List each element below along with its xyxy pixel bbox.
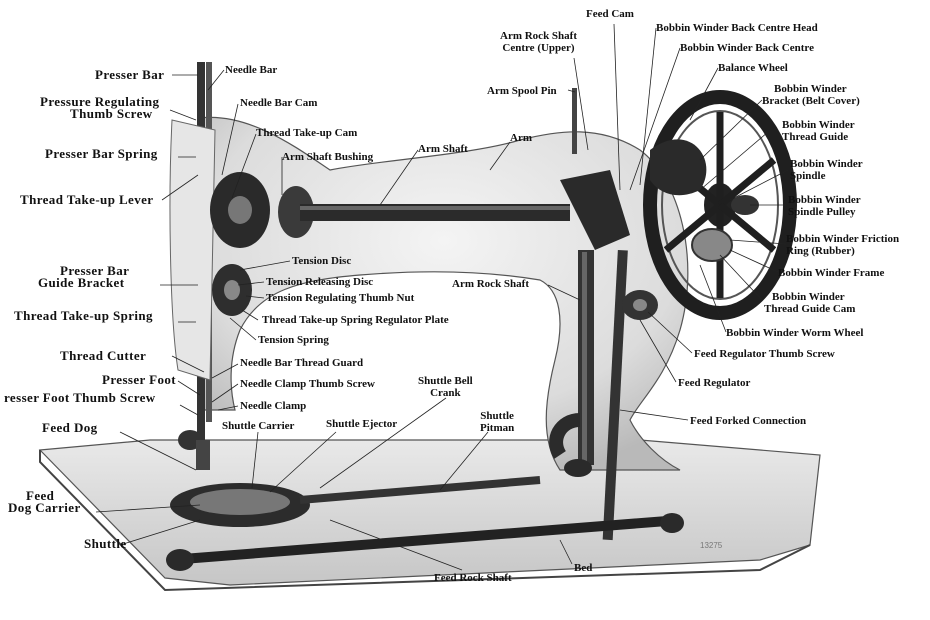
label-feed-cam: Feed Cam: [586, 8, 634, 20]
label-arm-shaft-bushing: Arm Shaft Bushing: [282, 151, 374, 163]
label-bobbin-winder-worm-wheel: Bobbin Winder Worm Wheel: [726, 327, 864, 339]
label-thread-take-up-spring: Thread Take-up Spring: [14, 308, 153, 323]
plate-number: 13275: [700, 541, 723, 550]
label-feed-rock-shaft: Feed Rock Shaft: [434, 572, 512, 584]
label-thread-take-up-spring-regulator-plate: Thread Take-up Spring Regulator Plate: [262, 314, 449, 326]
label-bobbin-winder-friction-ring: Bobbin Winder Friction Ring (Rubber): [786, 233, 900, 257]
label-feed-dog: Feed Dog: [42, 420, 98, 435]
label-bobbin-winder-spindle-pulley: Bobbin Winder Spindle Pulley: [788, 194, 861, 218]
shuttle-pitman-part: [299, 476, 541, 504]
label-bed: Bed: [574, 562, 593, 574]
label-shuttle-carrier: Shuttle Carrier: [222, 420, 295, 432]
label-bobbin-winder-back-centre: Bobbin Winder Back Centre: [680, 42, 814, 54]
arm-shaft-bushing-part: [278, 186, 314, 238]
label-arm-rock-shaft-centre-upper: Arm Rock Shaft Centre (Upper): [500, 30, 577, 54]
label-arm-shaft: Arm Shaft: [418, 143, 468, 155]
label-thread-take-up-cam: Thread Take-up Cam: [256, 127, 358, 139]
leader-lines: [95, 23, 789, 571]
label-bobbin-winder-bracket: Bobbin Winder Bracket (Belt Cover): [762, 83, 860, 107]
label-thread-cutter: Thread Cutter: [60, 348, 147, 363]
label-presser-foot-thumb-screw: resser Foot Thumb Screw: [4, 390, 156, 405]
label-pressure-regulating-thumb-screw: Pressure Regulating Thumb Screw: [40, 94, 160, 121]
label-arm-spool-pin: Arm Spool Pin: [487, 85, 557, 97]
arm-spool-pin-part: [572, 88, 577, 154]
label-thread-take-up-lever: Thread Take-up Lever: [20, 192, 154, 207]
label-bobbin-winder-thread-guide-cam: Bobbin Winder Thread Guide Cam: [764, 291, 856, 315]
label-shuttle-ejector: Shuttle Ejector: [326, 418, 398, 430]
feed-forked-connection-part: [602, 249, 628, 541]
label-feed-regulator: Feed Regulator: [678, 377, 751, 389]
label-bobbin-winder-frame: Bobbin Winder Frame: [778, 267, 885, 279]
label-bobbin-winder-back-centre-head: Bobbin Winder Back Centre Head: [656, 22, 818, 34]
arm-rock-shaft-part: [560, 170, 630, 250]
label-arm: Arm: [510, 132, 532, 144]
label-feed-regulator-thumb-screw: Feed Regulator Thumb Screw: [694, 348, 835, 360]
label-tension-regulating-thumb-nut: Tension Regulating Thumb Nut: [266, 292, 415, 304]
label-needle-clamp-thumb-screw: Needle Clamp Thumb Screw: [240, 378, 375, 390]
label-needle-clamp: Needle Clamp: [240, 400, 307, 412]
label-presser-bar: Presser Bar: [95, 67, 165, 82]
label-presser-foot: Presser Foot: [102, 372, 176, 387]
label-arm-rock-shaft: Arm Rock Shaft: [452, 278, 529, 290]
label-shuttle: Shuttle: [84, 536, 127, 551]
label-tension-disc: Tension Disc: [292, 255, 352, 267]
label-tension-spring: Tension Spring: [258, 334, 329, 346]
label-needle-bar-cam: Needle Bar Cam: [240, 97, 318, 109]
label-shuttle-bell-crank: Shuttle Bell Crank: [418, 375, 473, 399]
label-shuttle-pitman: Shuttle Pitman: [480, 410, 515, 434]
label-needle-bar-thread-guard: Needle Bar Thread Guard: [240, 357, 364, 369]
label-presser-bar-guide-bracket: Presser Bar Guide Bracket: [38, 263, 130, 290]
label-balance-wheel: Balance Wheel: [718, 62, 788, 74]
label-tension-releasing-disc: Tension Releasing Disc: [266, 276, 374, 288]
label-feed-dog-carrier: Feed Dog Carrier: [8, 488, 81, 515]
label-needle-bar: Needle Bar: [225, 64, 278, 76]
feed-rock-shaft-part: [169, 515, 681, 565]
label-presser-bar-spring: Presser Bar Spring: [45, 146, 158, 161]
label-bobbin-winder-thread-guide: Bobbin Winder Thread Guide: [782, 119, 855, 143]
bobbin-winder-part: [650, 139, 707, 196]
label-bobbin-winder-spindle: Bobbin Winder Spindle: [790, 158, 863, 182]
label-feed-forked-connection: Feed Forked Connection: [690, 415, 807, 427]
bed-plate: [38, 439, 821, 586]
